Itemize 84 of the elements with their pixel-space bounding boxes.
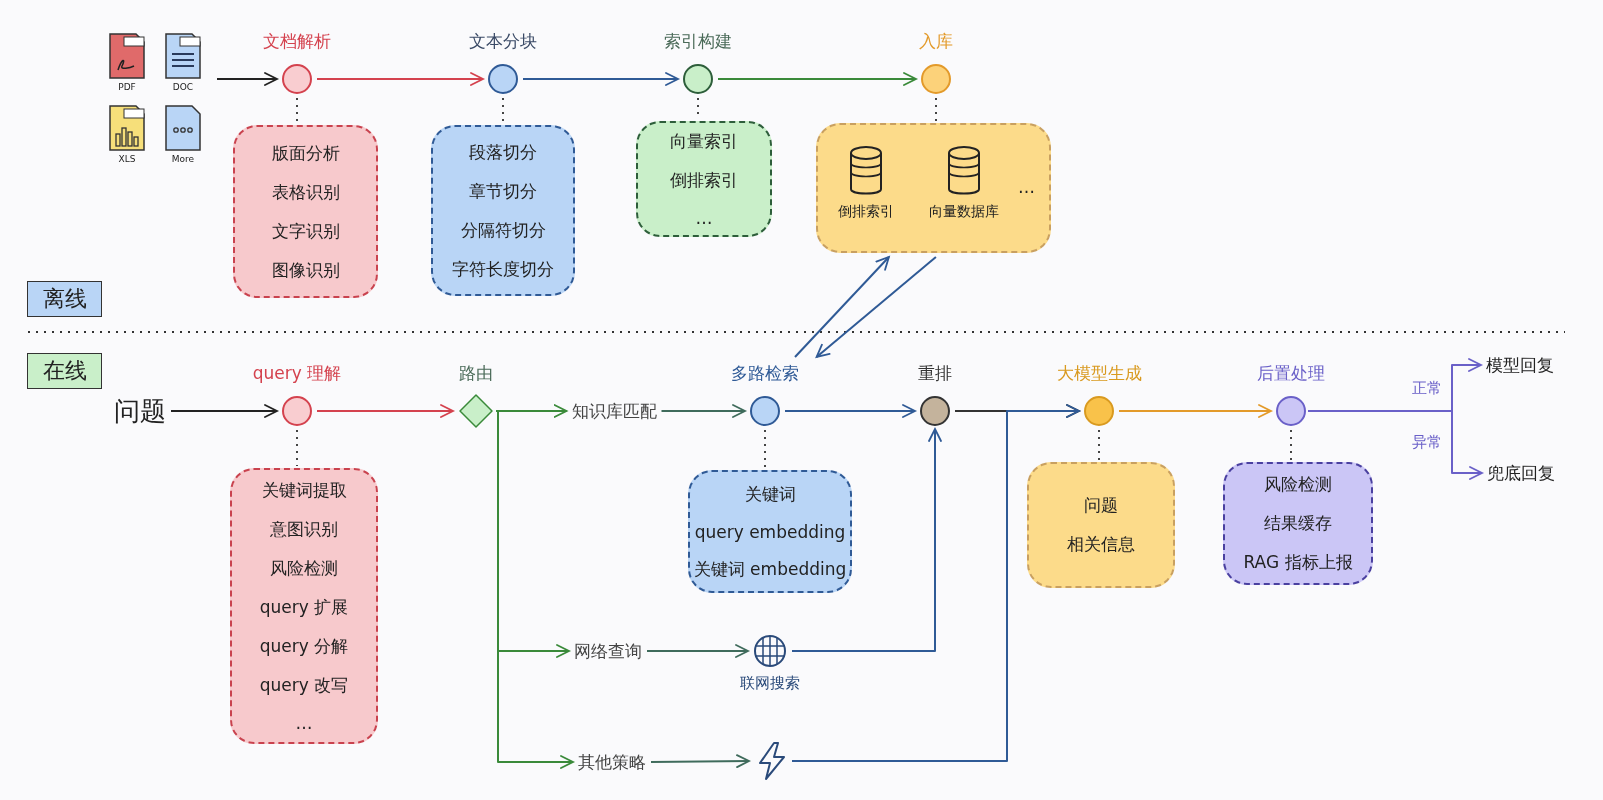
list-item: 向量索引 <box>670 130 738 153</box>
list-item: 段落切分 <box>469 140 537 164</box>
arrow <box>1307 410 1483 480</box>
step-label: query 理解 <box>251 362 343 385</box>
arrow <box>815 256 937 358</box>
list-item: 版面分析 <box>271 141 340 165</box>
flow-label: 其他策略 <box>578 750 646 774</box>
arrow <box>791 428 942 652</box>
arrow <box>316 404 454 418</box>
list-item: 问题 <box>1084 494 1118 517</box>
list-item: 关键词 <box>744 482 796 506</box>
detail-card <box>431 125 575 296</box>
storage-label: 向量数据库 <box>928 203 1000 221</box>
dotted-connector <box>1098 429 1100 461</box>
list-item: … <box>1018 177 1035 197</box>
list-item: 相关信息 <box>1067 533 1135 556</box>
dotted-connector <box>502 97 504 124</box>
flow-label: 网络查询 <box>574 639 642 663</box>
detail-card <box>1223 462 1373 585</box>
arrow <box>1118 404 1272 418</box>
arrow <box>646 644 749 658</box>
step-label: 路由 <box>458 362 494 385</box>
detail-card <box>1027 462 1175 588</box>
list-item: RAG 指标上报 <box>1243 551 1353 574</box>
list-item: 风险检测 <box>270 557 338 580</box>
step-label: 文本分块 <box>468 30 538 53</box>
file-type-label: XLS <box>117 154 137 164</box>
file-type-label: PDF <box>117 82 137 92</box>
step-label: 重排 <box>917 362 953 385</box>
step-label: 索引构建 <box>663 30 733 53</box>
detail-card <box>688 470 852 593</box>
section-tag: 在线 <box>27 353 102 389</box>
dotted-connector <box>296 97 298 124</box>
arrow <box>794 256 890 358</box>
list-item: 结果缓存 <box>1264 512 1332 535</box>
dotted-connector <box>296 429 298 467</box>
dotted-connector <box>764 429 766 469</box>
list-item: 风险检测 <box>1264 473 1332 496</box>
step-label: 文档解析 <box>262 30 332 53</box>
arrow <box>316 72 484 86</box>
list-item: 图像识别 <box>271 258 340 282</box>
list-item: … <box>695 208 713 228</box>
detail-card <box>233 125 378 298</box>
step-label: 大模型生成 <box>1055 362 1143 385</box>
storage-label: 倒排索引 <box>837 203 895 221</box>
list-item: … <box>295 713 313 733</box>
list-item: 关键词 embedding <box>693 557 847 581</box>
arrow <box>495 410 574 769</box>
arrow <box>717 72 917 86</box>
flow-label: 兜底回复 <box>1487 461 1555 485</box>
step-label: 入库 <box>918 30 954 53</box>
list-item: 倒排索引 <box>670 169 738 192</box>
file-type-label: More <box>170 154 196 164</box>
list-item: 意图识别 <box>270 518 338 541</box>
list-item: query 改写 <box>259 674 349 697</box>
arrow <box>784 404 916 418</box>
arrow <box>522 72 679 86</box>
arrow <box>660 404 746 418</box>
list-item: query embedding <box>694 521 846 542</box>
flow-label: 模型回复 <box>1486 353 1554 377</box>
arrow <box>791 404 1080 762</box>
detail-card <box>230 468 378 744</box>
flow-label: 问题 <box>114 393 166 429</box>
detail-card <box>636 121 772 237</box>
arrow <box>650 754 750 768</box>
section-tag: 离线 <box>27 281 102 317</box>
list-item: 关键词提取 <box>261 479 347 502</box>
file-type-label: DOC <box>171 82 195 92</box>
dotted-connector <box>1290 429 1292 461</box>
list-item: query 分解 <box>259 635 349 658</box>
list-item: 表格识别 <box>271 180 340 204</box>
flow-label: 知识库匹配 <box>571 399 657 423</box>
arrow <box>216 72 278 86</box>
list-item: 字符长度切分 <box>452 257 554 281</box>
list-item: query 扩展 <box>259 596 349 619</box>
list-item: 章节切分 <box>469 179 537 203</box>
list-item: 文字识别 <box>271 219 340 243</box>
list-item: 分隔符切分 <box>460 218 546 242</box>
arrow <box>170 404 278 418</box>
icon-caption: 联网搜索 <box>739 674 801 693</box>
step-label: 后置处理 <box>1256 362 1326 385</box>
dotted-connector <box>935 97 937 122</box>
step-label: 多路检索 <box>730 362 800 385</box>
detail-card <box>816 123 1051 253</box>
